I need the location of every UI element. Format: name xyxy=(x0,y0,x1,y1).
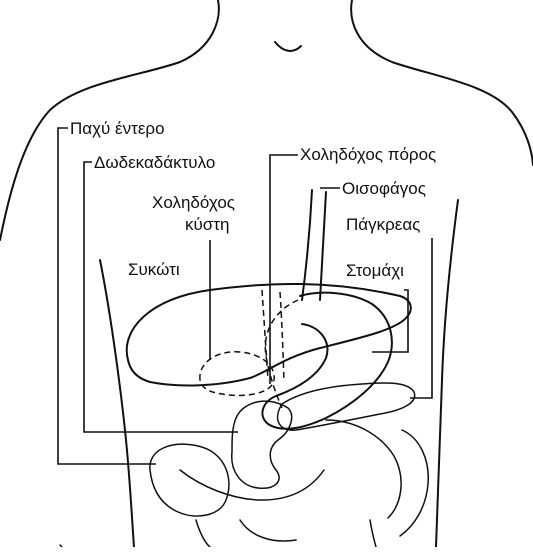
labels: Παχύ έντερο Δωδεκαδάκτυλο Χοληδόχος πόρο… xyxy=(70,119,436,280)
label-gallbladder-line1: Χοληδόχος xyxy=(152,193,235,212)
label-large-intestine: Παχύ έντερο xyxy=(70,119,165,138)
large-intestine-shape xyxy=(150,420,428,547)
label-gallbladder-line2: κύστη xyxy=(185,215,229,234)
label-bile-duct: Χοληδόχος πόρος xyxy=(300,145,436,164)
label-esophagus: Οισοφάγος xyxy=(342,179,426,198)
gallbladder-shape xyxy=(200,352,274,396)
label-stomach: Στομάχι xyxy=(346,261,404,280)
bile-duct-shape xyxy=(262,290,284,382)
label-duodenum: Δωδεκαδάκτυλο xyxy=(94,153,215,172)
label-pancreas: Πάγκρεας xyxy=(346,215,420,234)
label-liver: Συκώτι xyxy=(128,260,180,279)
